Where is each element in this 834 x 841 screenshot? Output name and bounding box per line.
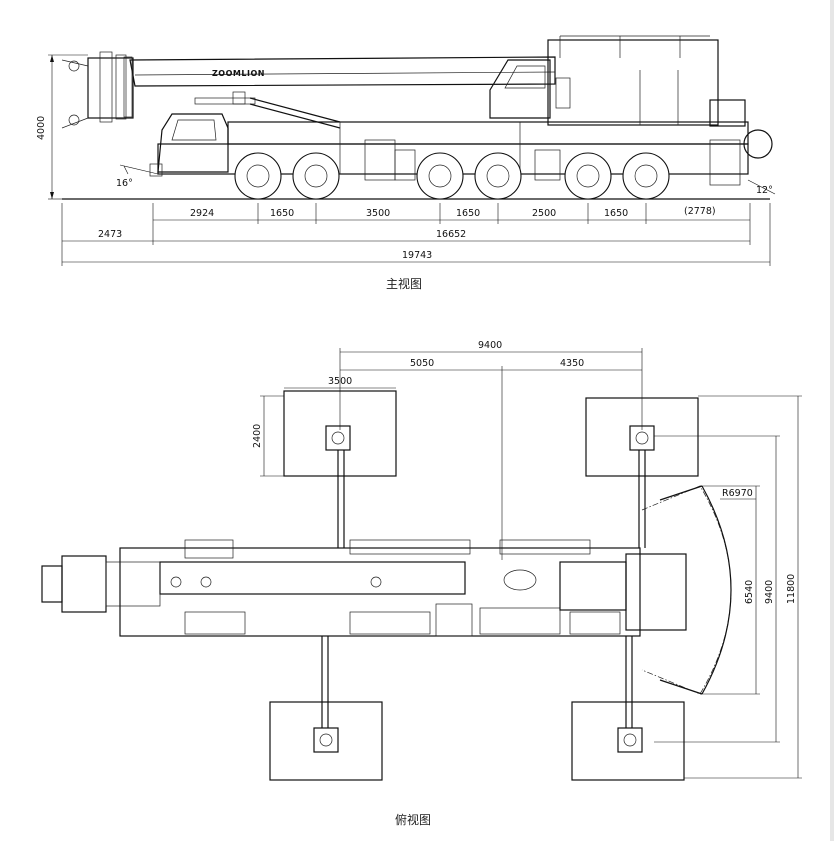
axle-dim-2: 1650 <box>270 208 294 219</box>
scrollbar-track <box>830 0 834 841</box>
wheelbase-total-dim: 16652 <box>436 229 466 240</box>
wheels <box>234 152 670 200</box>
boom <box>61 51 556 129</box>
brand-logo-text: ZOOMLION <box>212 69 265 78</box>
outrigger-span-dimensions <box>284 348 643 560</box>
overall-length-dim: 19743 <box>402 250 432 261</box>
departure-angle-label: 12° <box>756 185 773 196</box>
counterweight-swing-envelope <box>641 485 756 695</box>
superstructure <box>489 35 746 127</box>
width-dimensions <box>654 395 802 779</box>
axle-dim-4: 1650 <box>456 208 480 219</box>
top-view: 9400 5050 4350 3500 <box>41 340 802 827</box>
axle-dim-7: (2778) <box>684 206 716 217</box>
pad-width-dim: 3500 <box>328 376 352 387</box>
top-view-caption: 俯视图 <box>395 812 431 827</box>
front-overhang-dim: 2473 <box>98 229 122 240</box>
axle-dim-5: 2500 <box>532 208 556 219</box>
axle-dim-1: 2924 <box>190 208 214 219</box>
pad-depth-dim: 2400 <box>252 424 263 448</box>
width-outer-dim: 11800 <box>786 574 797 604</box>
side-view: ZOOMLION <box>36 35 776 291</box>
span-left-dim: 5050 <box>410 358 434 369</box>
pad-depth-dimension <box>260 395 284 477</box>
carrier-top <box>41 539 687 637</box>
height-dim-label: 4000 <box>36 116 47 140</box>
axle-dimensions <box>152 203 751 245</box>
axle-dim-6: 1650 <box>604 208 628 219</box>
length-dimensions <box>61 203 771 266</box>
axle-dim-3: 3500 <box>366 208 390 219</box>
approach-angle-label: 16° <box>116 178 133 189</box>
height-dimension <box>48 54 88 200</box>
radius-label: R6970 <box>722 488 753 499</box>
side-view-caption: 主视图 <box>386 276 422 291</box>
angle-markers <box>119 164 776 195</box>
span-total-dim: 9400 <box>478 340 502 351</box>
outrigger-pads <box>269 390 699 781</box>
width-inner-dim: 6540 <box>744 580 755 604</box>
span-right-dim: 4350 <box>560 358 584 369</box>
width-mid-dim: 9400 <box>764 580 775 604</box>
